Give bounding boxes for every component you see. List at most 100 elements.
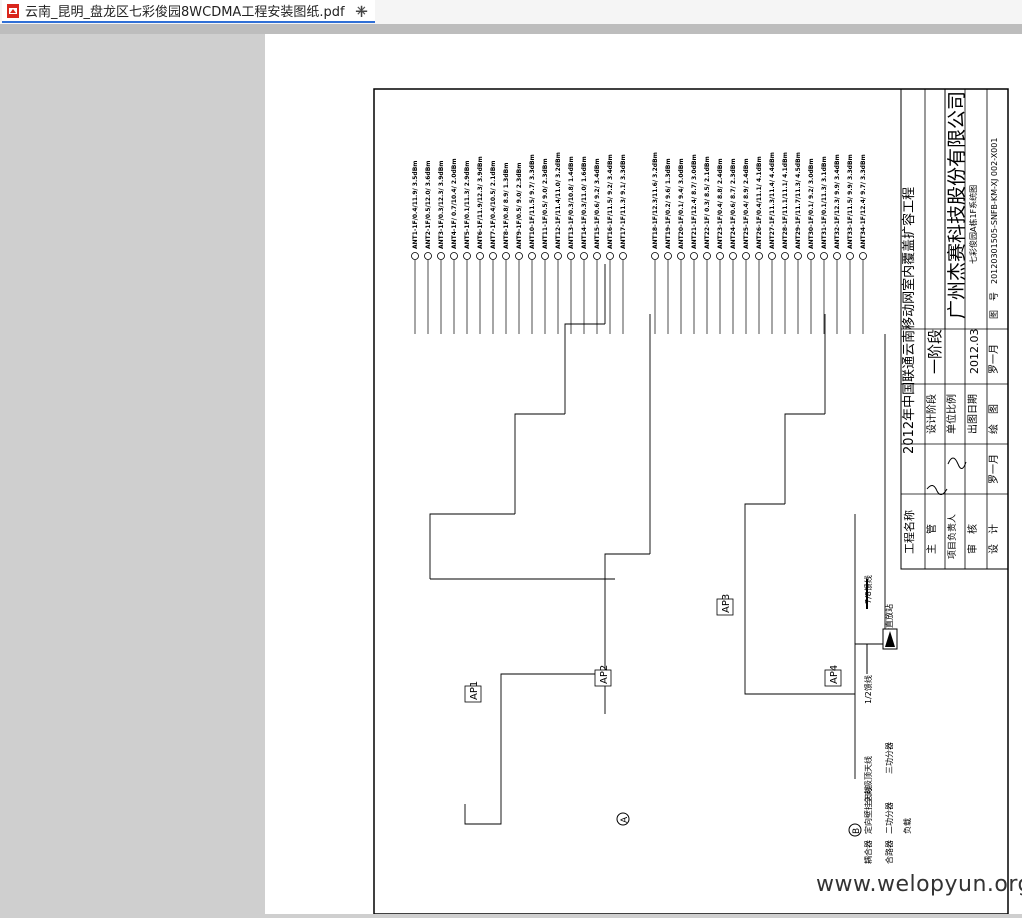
ap2-label: AP2 <box>599 665 610 684</box>
right-antenna-symbol-16 <box>846 252 854 260</box>
tab-title: 云南_昆明_盘龙区七彩俊园8WCDMA工程安装图纸.pdf <box>25 5 345 20</box>
left-antenna-label-17: ANT17-1F/11.3/ 9.1/ 3.3dBm <box>620 154 627 249</box>
right-antenna-label-7: ANT24-1F/0.6/ 8.7/ 2.3dBm <box>730 158 737 249</box>
right-antenna-symbol-13 <box>807 252 815 260</box>
left-antenna-symbol-11 <box>541 252 549 260</box>
date-value: 2012.03 <box>968 329 981 375</box>
right-antenna-symbol-6 <box>716 252 724 260</box>
left-antenna-label-13: ANT13-1F/0.3/10.8/ 1.4dBm <box>568 156 575 249</box>
label-drawing-no: 图 号 <box>989 292 1000 319</box>
drawing-canvas: 工程名称 2012年中国联通云南移动网室内覆盖扩容工程 广州杰赛科技股份有限公司… <box>373 88 1009 915</box>
antenna-column-right: ANT18-1F/12.3/11.6/ 3.2dBm ANT19-1F/0.2/ … <box>651 152 867 334</box>
document-tab[interactable]: 云南_昆明_盘龙区七彩俊园8WCDMA工程安装图纸.pdf × <box>2 0 376 23</box>
left-antenna-label-8: ANT8-1F/0.8/ 8.9/ 1.3dBm <box>503 163 510 249</box>
viewer-toolbar-strip <box>0 24 1022 34</box>
signature-lead <box>947 457 967 469</box>
left-antenna-symbol-2 <box>424 252 432 260</box>
project-name: 2012年中国联通云南移动网室内覆盖扩容工程 <box>901 187 917 454</box>
left-antenna-symbol-4 <box>450 252 458 260</box>
label-drawer: 绘 图 <box>987 404 1000 434</box>
legend: 合路器 二功分器 三功分器 耦合器 全向吸顶天线 定向壁挂天线 负载 1/2馈线… <box>863 575 912 864</box>
label-date: 出图日期 <box>966 394 979 434</box>
close-tab-icon[interactable]: × <box>355 2 368 19</box>
legend-line-half: 1/2馈线 <box>863 675 873 704</box>
left-antenna-symbol-6 <box>476 252 484 260</box>
drawing-title: 七彩俊园A栋1F系统图 <box>968 185 978 264</box>
right-antenna-label-10: ANT27-1F/11.3/11.4/ 4.4dBm <box>769 152 776 249</box>
left-antenna-label-10: ANT10-1F/11.5/ 9.7/ 3.3dBm <box>529 154 536 249</box>
label-project: 工程名称 <box>902 510 916 554</box>
legend-splitter3: 三功分器 <box>884 742 894 774</box>
label-lead: 项目负责人 <box>946 514 958 559</box>
feeder-tree <box>429 264 886 825</box>
right-antenna-symbol-14 <box>820 252 828 260</box>
left-antenna-symbol-14 <box>580 252 588 260</box>
right-antenna-label-12: ANT29-1F/11.7/11.3/ 4.5dBm <box>795 152 802 249</box>
left-antenna-symbol-8 <box>502 252 510 260</box>
right-antenna-label-11: ANT28-1F/11.1/11.1/ 4.1dBm <box>782 152 789 249</box>
ap1-label: AP1 <box>469 681 480 700</box>
legend-combiner: 合路器 <box>884 840 894 864</box>
left-antenna-symbol-17 <box>619 252 627 260</box>
right-antenna-symbol-11 <box>781 252 789 260</box>
left-antenna-symbol-7 <box>489 252 497 260</box>
right-antenna-label-8: ANT25-1F/0.4/ 8.9/ 2.4dBm <box>743 158 750 249</box>
left-antenna-label-12: ANT12-1F/11.4/11.0/ 3.2dBm <box>555 152 562 249</box>
label-stage: 设计阶段 <box>925 394 938 434</box>
company-name: 广州杰赛科技股份有限公司 <box>946 91 968 319</box>
right-antenna-symbol-15 <box>833 252 841 260</box>
legend-wall: 定向壁挂天线 <box>863 786 873 834</box>
right-antenna-symbol-1 <box>651 252 659 260</box>
left-antenna-label-1: ANT1-1F/0.4/11.9/ 3.5dBm <box>412 160 419 249</box>
left-antenna-label-16: ANT16-1F/11.5/ 9.2/ 3.4dBm <box>607 154 614 249</box>
svg-text:A: A <box>620 816 630 823</box>
right-antenna-symbol-8 <box>742 252 750 260</box>
left-antenna-label-6: ANT6-1F/11.9/12.3/ 3.9dBm <box>477 156 484 249</box>
right-antenna-label-1: ANT18-1F/12.3/11.6/ 3.2dBm <box>652 152 659 249</box>
left-antenna-symbol-9 <box>515 252 523 260</box>
label-design: 设 计 <box>987 524 1000 554</box>
legend-fiber: 光纤直放站 <box>884 604 894 644</box>
ap4-label: AP4 <box>829 665 840 684</box>
pdf-page: 工程名称 2012年中国联通云南移动网室内覆盖扩容工程 广州杰赛科技股份有限公司… <box>265 34 1022 915</box>
right-antenna-label-5: ANT22-1F/ 0.3/ 8.5/ 2.1dBm <box>704 156 711 249</box>
right-antenna-symbol-4 <box>690 252 698 260</box>
left-antenna-label-7: ANT7-1F/0.4/10.5/ 2.1dBm <box>490 160 497 249</box>
right-antenna-label-2: ANT19-1F/0.2/ 9.6/ 1.3dBm <box>665 158 672 249</box>
legend-coupler: 耦合器 <box>863 840 873 864</box>
left-antenna-symbol-3 <box>437 252 445 260</box>
right-antenna-symbol-5 <box>703 252 711 260</box>
right-antenna-label-17: ANT34-1F/12.4/ 9.7/ 3.3dBm <box>860 154 867 249</box>
title-block: 工程名称 2012年中国联通云南移动网室内覆盖扩容工程 广州杰赛科技股份有限公司… <box>900 88 1009 570</box>
source-b: B <box>848 823 862 837</box>
left-antenna-symbol-13 <box>567 252 575 260</box>
left-antenna-label-9: ANT9-1F/0.5/ 9.0/ 2.3dBm <box>516 163 523 249</box>
left-antenna-label-2: ANT2-1F/0.5/12.0/ 3.6dBm <box>425 160 432 249</box>
left-antenna-symbol-5 <box>463 252 471 260</box>
left-antenna-label-3: ANT3-1F/0.3/12.3/ 3.9dBm <box>438 160 445 249</box>
legend-load: 负载 <box>902 818 912 834</box>
legend-omni: 全向吸顶天线 <box>863 756 873 804</box>
ap-labels: AP1 AP2 AP3 AP4 <box>464 594 842 703</box>
label-scale: 单位比例 <box>945 394 958 434</box>
right-antenna-label-4: ANT21-1F/12.4/ 8.7/ 3.0dBm <box>691 154 698 249</box>
right-antenna-label-3: ANT20-1F/0.1/ 9.4/ 3.0dBm <box>678 158 685 249</box>
new-tab-icon[interactable]: + <box>354 1 370 22</box>
label-manager: 主 管 <box>925 524 938 554</box>
right-antenna-symbol-7 <box>729 252 737 260</box>
right-antenna-symbol-12 <box>794 252 802 260</box>
left-antenna-symbol-10 <box>528 252 536 260</box>
left-antenna-label-14: ANT14-1F/0.3/11.0/ 1.6dBm <box>581 156 588 249</box>
left-antenna-symbol-12 <box>554 252 562 260</box>
left-antenna-symbol-16 <box>606 252 614 260</box>
right-antenna-symbol-3 <box>677 252 685 260</box>
designer-value: 罗一月 <box>988 454 1000 484</box>
drawing-number: 20120301505-SNFB-KM-XJ 002-X001 <box>990 138 999 284</box>
right-antenna-symbol-9 <box>755 252 763 260</box>
right-antenna-label-16: ANT33-1F/11.5/ 9.9/ 3.3dBm <box>847 154 854 249</box>
legend-splitter2: 二功分器 <box>884 802 894 834</box>
right-antenna-symbol-2 <box>664 252 672 260</box>
svg-text:B: B <box>852 828 862 834</box>
left-antenna-label-4: ANT4-1F/ 0.7/10.4/ 2.0dBm <box>451 158 458 249</box>
left-antenna-label-15: ANT15-1F/0.6/ 9.2/ 3.4dBm <box>594 158 601 249</box>
